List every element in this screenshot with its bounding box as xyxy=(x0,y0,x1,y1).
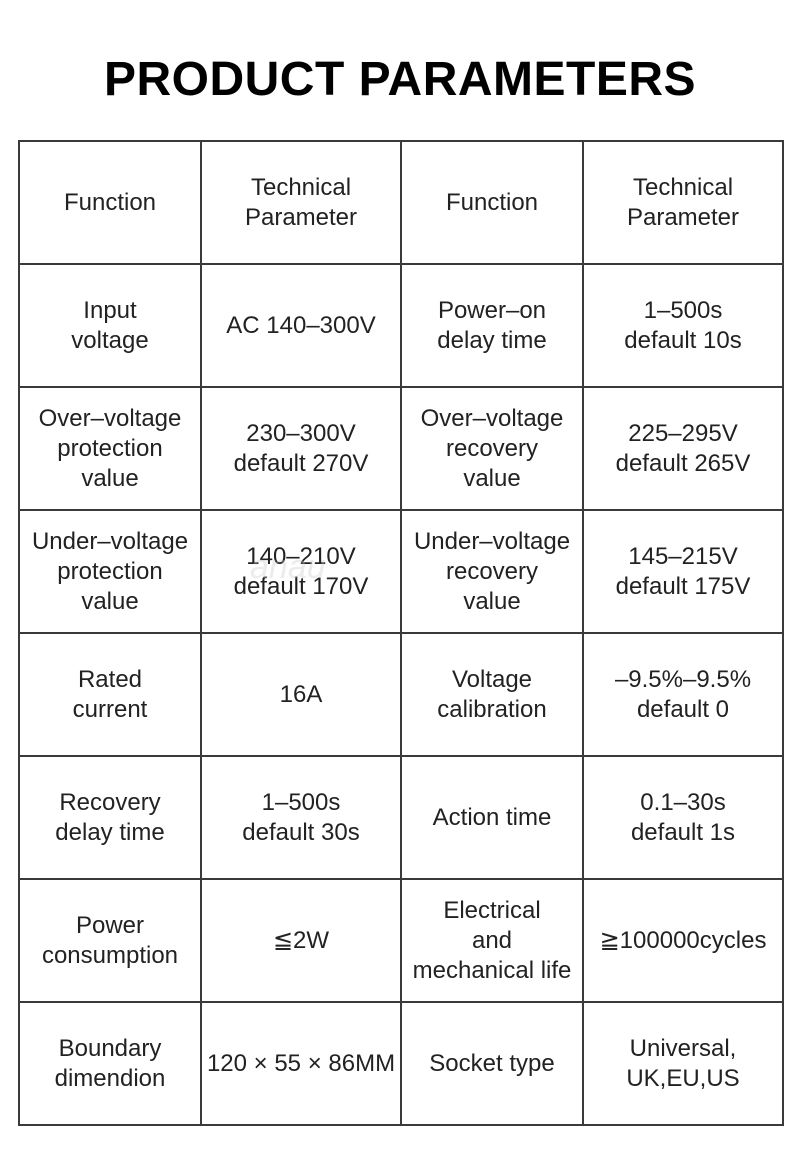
table-cell: AC 140–300V xyxy=(200,263,402,388)
table-row: Rated current 16A Voltage calibration –9… xyxy=(18,632,784,757)
table-cell: 0.1–30s default 1s xyxy=(582,755,784,880)
table-cell: –9.5%–9.5% default 0 xyxy=(582,632,784,757)
table-header-cell: Technical Parameter xyxy=(200,140,402,265)
table-cell: Socket type xyxy=(400,1001,584,1126)
table-row: Boundary dimendion 120 × 55 × 86MM Socke… xyxy=(18,1001,784,1126)
page-title: PRODUCT PARAMETERS xyxy=(103,53,697,106)
table-cell: Over–voltage recovery value xyxy=(400,386,584,511)
table-cell: ≦2W xyxy=(200,878,402,1003)
table-cell: Under–voltage protection value xyxy=(18,509,202,634)
table-cell: 1–500s default 30s xyxy=(200,755,402,880)
table-row: Under–voltage protection value 140–210V … xyxy=(18,509,784,634)
table-cell: ≧100000cycles xyxy=(582,878,784,1003)
table-header-cell: Technical Parameter xyxy=(582,140,784,265)
table-cell: Under–voltage recovery value xyxy=(400,509,584,634)
table-row: Over–voltage protection value 230–300V d… xyxy=(18,386,784,511)
parameters-table: Function Technical Parameter Function Te… xyxy=(18,140,784,1126)
table-cell: Power consumption xyxy=(18,878,202,1003)
table-row: Input voltage AC 140–300V Power–on delay… xyxy=(18,263,784,388)
table-cell: Action time xyxy=(400,755,584,880)
table-cell: Universal, UK,EU,US xyxy=(582,1001,784,1126)
table-cell: Power–on delay time xyxy=(400,263,584,388)
table-cell: Boundary dimendion xyxy=(18,1001,202,1126)
table-cell: Input voltage xyxy=(18,263,202,388)
table-header-cell: Function xyxy=(18,140,202,265)
table-cell: 225–295V default 265V xyxy=(582,386,784,511)
table-cell: Over–voltage protection value xyxy=(18,386,202,511)
table-cell: 230–300V default 270V xyxy=(200,386,402,511)
table-row: Recovery delay time 1–500s default 30s A… xyxy=(18,755,784,880)
table-cell: 145–215V default 175V xyxy=(582,509,784,634)
table-cell: 140–210V default 170V xyxy=(200,509,402,634)
table-row: Power consumption ≦2W Electrical and mec… xyxy=(18,878,784,1003)
table-cell: Rated current xyxy=(18,632,202,757)
table-cell: 16A xyxy=(200,632,402,757)
table-header-row: Function Technical Parameter Function Te… xyxy=(18,140,784,265)
table-header-cell: Function xyxy=(400,140,584,265)
table-cell: Electrical and mechanical life xyxy=(400,878,584,1003)
table-cell: Voltage calibration xyxy=(400,632,584,757)
table-cell: Recovery delay time xyxy=(18,755,202,880)
table-cell: 1–500s default 10s xyxy=(582,263,784,388)
table-cell: 120 × 55 × 86MM xyxy=(200,1001,402,1126)
